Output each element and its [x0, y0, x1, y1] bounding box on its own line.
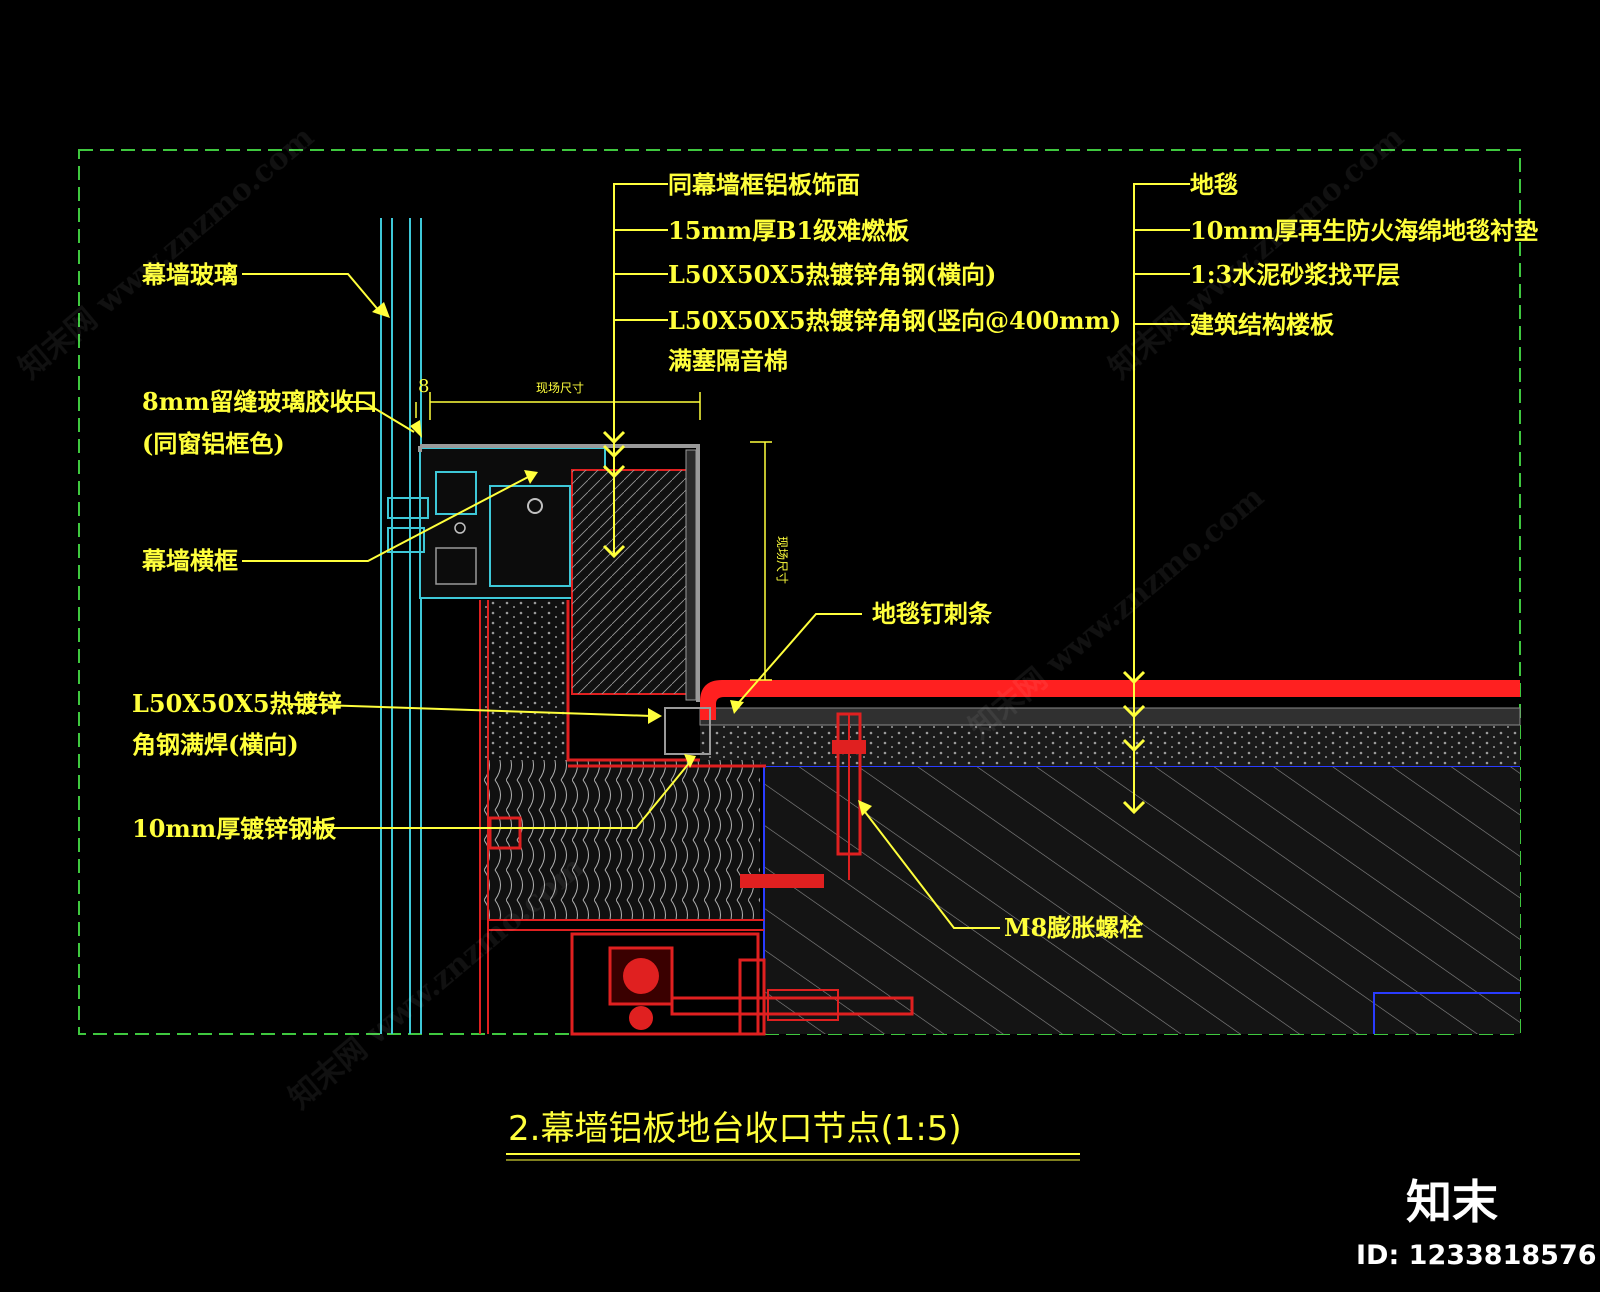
- label-slab: 建筑结构楼板: [1190, 310, 1335, 339]
- dimensions: [415, 392, 772, 681]
- svg-text:知末网 www.znzmo.com: 知末网 www.znzmo.com: [283, 849, 591, 1116]
- dimension-width-label: 现场尺寸: [536, 381, 584, 395]
- label-carpet: 地毯: [1190, 170, 1238, 199]
- label-sealant-color: (同窗铝框色): [142, 429, 285, 458]
- carpet-pad: [699, 707, 1521, 726]
- svg-text:知末网 www.znzmo.com: 知末网 www.znzmo.com: [963, 479, 1271, 746]
- label-transom: 幕墙横框: [141, 546, 238, 575]
- label-angle-steel-2: 角钢满焊(横向): [132, 730, 299, 759]
- structural-slab: [763, 765, 1520, 1034]
- label-mortar: 1:3水泥砂浆找平层: [1190, 260, 1400, 289]
- watermark-id: ID: 1233818576: [1356, 1240, 1597, 1271]
- steel-framing: [479, 600, 766, 1034]
- label-fire-board: 15mm厚B1级难燃板: [668, 216, 910, 245]
- watermark-logo: 知末: [1406, 1175, 1498, 1229]
- label-steel-plate: 10mm厚镀锌钢板: [132, 814, 337, 843]
- label-angle-horizontal: L50X50X5热镀锌角钢(横向): [668, 260, 996, 289]
- label-carpet-pad: 10mm厚再生防火海绵地毯衬垫: [1190, 216, 1538, 245]
- center-arrowheads: [602, 430, 626, 559]
- bolt-arrowhead: [858, 800, 872, 816]
- drawing-title: 2.幕墙铝板地台收口节点(1:5): [508, 1109, 962, 1149]
- label-bolt: M8膨胀螺栓: [1004, 913, 1143, 942]
- curtain-wall-glass: [380, 218, 422, 1034]
- label-curtain-glass: 幕墙玻璃: [141, 260, 238, 289]
- svg-text:知末网 www.znzmo.com: 知末网 www.znzmo.com: [13, 119, 321, 386]
- right-arrowheads: [1122, 670, 1146, 815]
- label-aluminium-finish: 同幕墙框铝板饰面: [668, 170, 860, 199]
- carpet-strip-leader: [733, 613, 862, 709]
- carpet: [700, 680, 1520, 720]
- expansion-bolt: [740, 712, 866, 888]
- mortar-layer-dots: [700, 725, 1520, 766]
- carpet-strip-arrowhead: [730, 700, 744, 714]
- right-leaders: [1133, 183, 1190, 812]
- label-carpet-strip: 地毯钉刺条: [872, 599, 993, 628]
- dimension-height-label: 现场尺寸: [775, 536, 789, 584]
- bolt-leader: [861, 807, 1000, 929]
- label-sealant-gap: 8mm留缝玻璃胶收口: [142, 387, 378, 416]
- aluminium-cladding: [418, 444, 700, 702]
- base-bracket: [570, 932, 914, 1036]
- label-angle-steel-1: L50X50X5热镀锌: [132, 689, 342, 718]
- label-insulation: 满塞隔音棉: [668, 346, 788, 375]
- left-arrowheads: [372, 302, 696, 768]
- center-leaders: [613, 183, 668, 556]
- left-leaders: [242, 273, 691, 829]
- dimension-gap-label: 8: [418, 376, 429, 397]
- svg-text:知末网 www.znzmo.com: 知末网 www.znzmo.com: [1103, 119, 1411, 386]
- label-angle-vertical: L50X50X5热镀锌角钢(竖向@400mm): [668, 306, 1121, 335]
